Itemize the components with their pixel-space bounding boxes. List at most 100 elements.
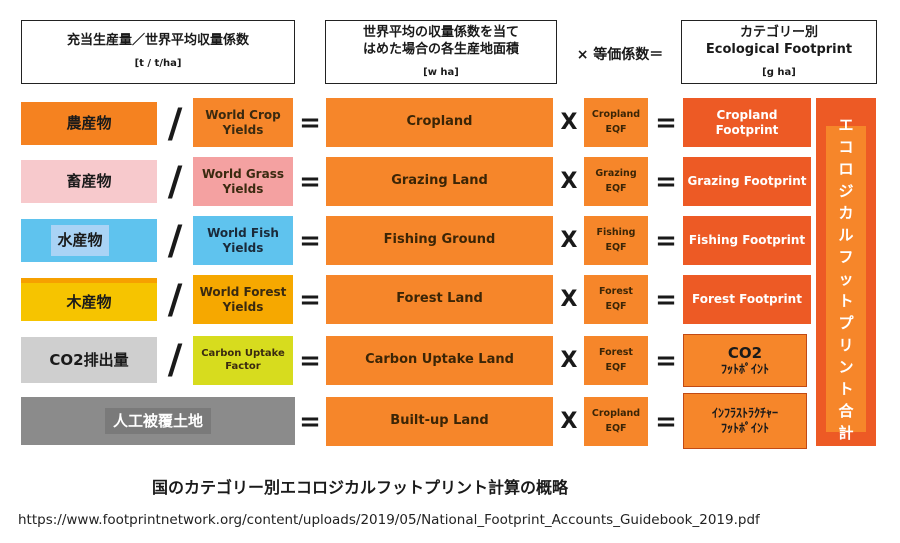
yield-grass-line2: Yields	[222, 181, 264, 196]
footprint-cropland-line1: Cropland	[716, 107, 778, 122]
footprint-co2-line1: CO2	[727, 343, 763, 362]
times-operator-5: X	[560, 348, 578, 373]
yield-carbon-line2: Factor	[225, 360, 261, 372]
land-carbon-uptake-label: Carbon Uptake Land	[365, 352, 514, 368]
header-production-yield-title: 充当生産量／世界平均収量係数	[66, 33, 249, 48]
category-co2-label: CO2排出量	[49, 350, 129, 369]
land-forest: Forest Land	[326, 275, 553, 324]
land-built-up: Built-up Land	[326, 397, 553, 446]
total-footprint-char: フ	[838, 248, 854, 266]
times-operator-4: X	[560, 287, 578, 312]
eqf-cropland-line2: EQF	[605, 123, 627, 135]
header-op-text: × 等価係数＝	[576, 47, 664, 63]
divide-operator-5: /	[167, 337, 183, 383]
header-area-title-line2: はめた場合の各生産地面積	[362, 41, 519, 57]
total-footprint-char: 計	[838, 424, 854, 442]
total-footprint-char: ト	[838, 380, 854, 398]
total-footprint-char: カ	[838, 204, 854, 222]
header-area-title-line1: 世界平均の収量係数を当て	[362, 24, 519, 40]
footprint-cropland-line2: Footprint	[715, 122, 779, 137]
header-footprint-title-line1: カテゴリー別	[739, 24, 818, 40]
eqf-forest-co2: Forest EQF	[584, 336, 648, 385]
diagram-caption: 国のカテゴリー別エコロジカルフットプリント計算の概略	[152, 478, 569, 497]
yield-grass-line1: World Grass	[201, 166, 284, 181]
equals-operator-12: =	[655, 406, 677, 437]
footprint-infrastructure-line2: ﾌｯﾄﾎﾟｲﾝﾄ	[720, 421, 769, 435]
equals-operator-9: =	[299, 345, 321, 376]
header-footprint-unit: [g ha]	[762, 66, 796, 78]
footprint-fishing-label: Fishing Footprint	[688, 233, 806, 247]
footprint-co2: CO2 ﾌｯﾄﾎﾟｲﾝﾄ	[683, 334, 807, 387]
category-mokusan: 木産物	[21, 278, 157, 321]
header-production-yield: 充当生産量／世界平均収量係数 [t / t/ha]	[21, 20, 295, 84]
header-production-yield-unit: [t / t/ha]	[134, 58, 182, 69]
eqf-cropland-builtup-line1: Cropland	[591, 408, 641, 420]
category-chikusan: 畜産物	[21, 160, 157, 203]
equals-operator-10: =	[655, 345, 677, 376]
category-nousan: 農産物	[21, 102, 157, 145]
eqf-grazing: Grazing EQF	[584, 157, 648, 206]
times-operator-2: X	[560, 169, 578, 194]
equals-operator-7: =	[299, 284, 321, 315]
equals-operator-3: =	[299, 166, 321, 197]
eqf-cropland-builtup: Cropland EQF	[584, 397, 648, 446]
eqf-forest: Forest EQF	[584, 275, 648, 324]
category-mokusan-label: 木産物	[66, 292, 112, 311]
equals-operator-8: =	[655, 284, 677, 315]
total-footprint-char: リ	[838, 336, 854, 354]
eqf-fishing-line2: EQF	[605, 241, 627, 253]
footprint-co2-line2: ﾌｯﾄﾎﾟｲﾝﾄ	[720, 362, 769, 377]
eqf-fishing: Fishing EQF	[584, 216, 648, 265]
equals-operator-4: =	[655, 166, 677, 197]
divide-operator-2: /	[167, 159, 183, 205]
times-operator-6: X	[560, 409, 578, 434]
total-footprint-char: ン	[838, 358, 854, 376]
footprint-grazing: Grazing Footprint	[683, 157, 811, 206]
yield-fish-line2: Yields	[222, 240, 264, 255]
eqf-forest-co2-line2: EQF	[605, 361, 627, 373]
divide-operator-1: /	[167, 101, 183, 147]
category-jinkou: 人工被覆土地	[21, 397, 295, 445]
yield-carbon-line1: Carbon Uptake	[201, 348, 285, 359]
equals-operator-11: =	[299, 406, 321, 437]
times-operator-3: X	[560, 228, 578, 253]
yield-carbon: Carbon Uptake Factor	[193, 336, 293, 385]
yield-forest: World Forest Yields	[193, 275, 293, 324]
footprint-grazing-label: Grazing Footprint	[687, 174, 807, 188]
footprint-infrastructure-line1: ｲﾝﾌﾗｽﾄﾗｸﾁｬｰ	[711, 406, 778, 420]
total-footprint-char: ッ	[838, 270, 854, 288]
source-url: https://www.footprintnetwork.org/content…	[18, 512, 760, 528]
footprint-forest-label: Forest Footprint	[692, 292, 802, 306]
total-footprint-char: ル	[838, 226, 854, 244]
category-suisan: 水産物	[21, 219, 157, 262]
eqf-forest-line2: EQF	[605, 300, 627, 312]
equals-operator-2: =	[655, 107, 677, 138]
equals-operator-1: =	[299, 107, 321, 138]
yield-crop: World Crop Yields	[193, 98, 293, 147]
divide-operator-3: /	[167, 218, 183, 264]
times-operator-1: X	[560, 110, 578, 135]
yield-grass: World Grass Yields	[193, 157, 293, 206]
category-co2: CO2排出量	[21, 337, 157, 383]
land-cropland: Cropland	[326, 98, 553, 147]
header-footprint-title-line2: Ecological Footprint	[705, 41, 853, 57]
land-grazing: Grazing Land	[326, 157, 553, 206]
land-fishing: Fishing Ground	[326, 216, 553, 265]
eqf-cropland-line1: Cropland	[591, 109, 641, 121]
footprint-cropland: Cropland Footprint	[683, 98, 811, 147]
total-footprint-char: プ	[838, 314, 854, 332]
land-built-up-label: Built-up Land	[390, 413, 489, 429]
equals-operator-5: =	[299, 225, 321, 256]
eqf-grazing-line1: Grazing	[595, 168, 637, 180]
total-footprint-char: コ	[838, 138, 854, 156]
category-chikusan-label: 畜産物	[66, 172, 112, 191]
footprint-infrastructure: ｲﾝﾌﾗｽﾄﾗｸﾁｬｰ ﾌｯﾄﾎﾟｲﾝﾄ	[683, 393, 807, 449]
eqf-cropland-builtup-line2: EQF	[605, 422, 627, 434]
land-carbon-uptake: Carbon Uptake Land	[326, 336, 553, 385]
land-forest-label: Forest Land	[396, 291, 483, 307]
eqf-grazing-line2: EQF	[605, 182, 627, 194]
divide-operator-4: /	[167, 277, 183, 323]
total-footprint-char: ト	[838, 292, 854, 310]
land-cropland-label: Cropland	[406, 114, 473, 130]
yield-forest-line2: Yields	[222, 299, 264, 314]
